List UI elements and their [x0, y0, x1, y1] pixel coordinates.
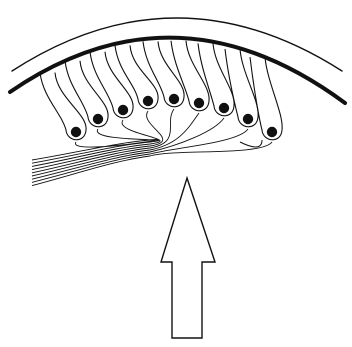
inner-wall-arc [10, 38, 345, 103]
cell-nucleus [243, 114, 253, 124]
cell-nucleus [93, 114, 103, 124]
cell-nucleus [71, 127, 81, 137]
fiber-bundle-curl [240, 140, 262, 147]
cell-nucleus [169, 94, 179, 104]
up-arrow-shape [161, 178, 215, 338]
cell-nucleus [143, 96, 153, 106]
eyeball-wall [10, 18, 345, 103]
cell-nucleus [267, 127, 277, 137]
photoreceptor-cell [90, 52, 133, 118]
nerve-fiber-bundle [32, 109, 272, 186]
nerve-fiber [32, 118, 224, 179]
cell-nucleus [219, 103, 229, 113]
cell-nucleus [118, 105, 128, 115]
photoreceptor-cell [115, 45, 158, 108]
nerve-fiber [32, 142, 272, 186]
photoreceptor-cell [40, 73, 86, 140]
incoming-light-arrow [161, 178, 215, 338]
nerve-fiber [32, 129, 248, 182]
cell-nucleus [194, 98, 204, 108]
photoreceptor-cell [65, 61, 108, 127]
